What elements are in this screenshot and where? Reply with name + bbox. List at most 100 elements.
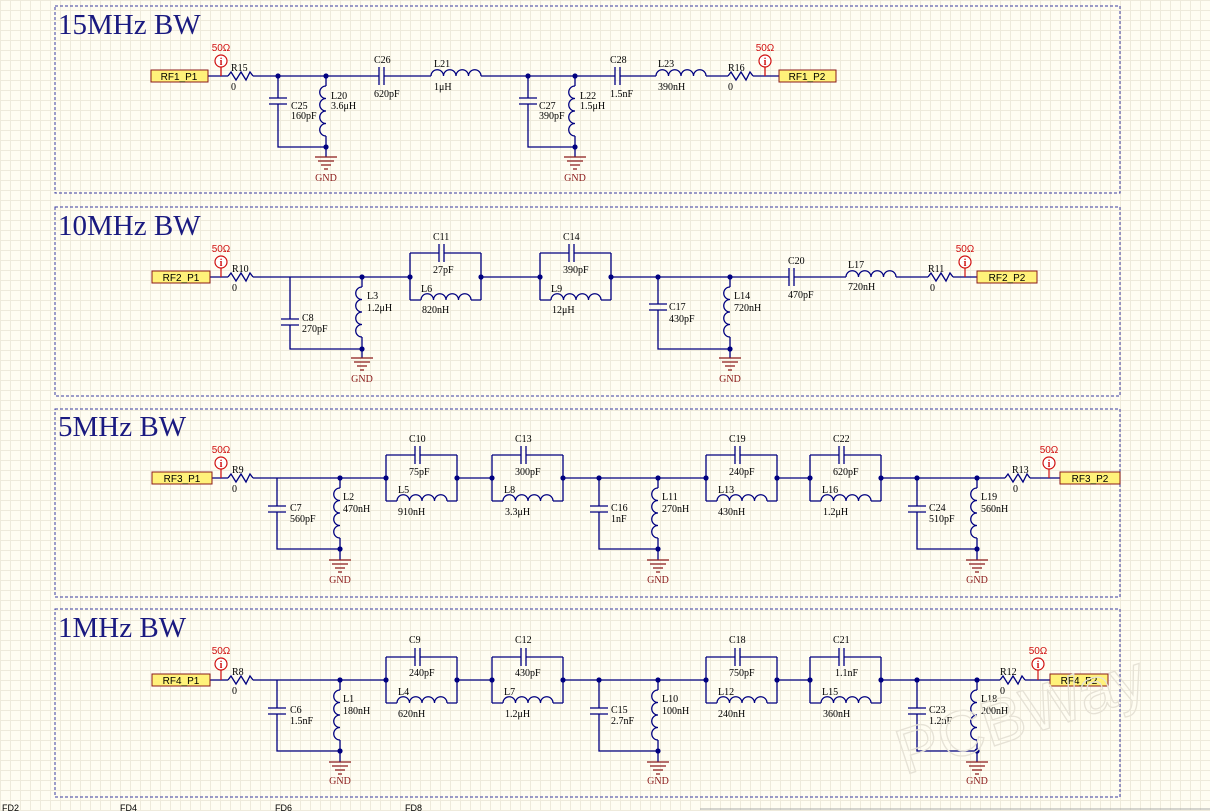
ref-label: L18	[981, 694, 997, 705]
inductor-l23[interactable]	[655, 69, 707, 77]
port-rf3-p1[interactable]: RF3_P1	[151, 471, 213, 485]
capacitor-c28[interactable]	[609, 67, 626, 85]
port-rf1-p1[interactable]: RF1_P1	[150, 69, 209, 83]
capacitor-c18[interactable]	[734, 648, 746, 666]
capacitor-c22[interactable]	[838, 446, 850, 464]
port-rf1-p2[interactable]: RF1_P2	[778, 69, 837, 83]
edge-label: FD4	[120, 803, 137, 811]
port-rf4-p2[interactable]: RF4_P2	[1049, 673, 1109, 687]
capacitor-c10[interactable]	[414, 446, 426, 464]
capacitor-c9[interactable]	[414, 648, 426, 666]
port-rf3-p2[interactable]: RF3_P2	[1059, 471, 1121, 485]
value-label: 240pF	[729, 467, 755, 478]
capacitor-c24[interactable]	[908, 500, 926, 518]
value-label: 1.2μH	[823, 507, 848, 518]
svg-text:50Ω: 50Ω	[212, 43, 231, 54]
value-label: 560pF	[290, 514, 316, 525]
inductor-l9[interactable]	[550, 293, 602, 301]
capacitor-c25[interactable]	[269, 92, 287, 110]
inductor-l13[interactable]	[716, 494, 768, 502]
value-label: 240nH	[718, 709, 745, 720]
svg-text:RF4_P2: RF4_P2	[1061, 676, 1098, 687]
capacitor-c15[interactable]	[590, 702, 608, 720]
inductor-l21[interactable]	[430, 69, 482, 77]
capacitor-c8[interactable]	[281, 313, 299, 331]
inductor-l16[interactable]	[820, 494, 872, 502]
junction-dot	[478, 274, 484, 280]
ref-label: L7	[504, 687, 515, 698]
svg-text:i: i	[964, 258, 967, 269]
value-label: 2.7nF	[611, 716, 635, 727]
capacitor-c21[interactable]	[838, 648, 850, 666]
resistor-r10[interactable]	[227, 271, 254, 283]
inductor-l1[interactable]	[333, 689, 341, 741]
capacitor-c27[interactable]	[519, 92, 537, 110]
value-label: 430pF	[669, 314, 695, 325]
ref-label: C14	[563, 232, 580, 243]
inductor-l5[interactable]	[396, 494, 448, 502]
tank-wire	[491, 656, 564, 704]
capacitor-c23[interactable]	[908, 702, 926, 720]
junction-dot	[727, 346, 733, 352]
inductor-l18[interactable]	[970, 689, 978, 741]
value-label: 390pF	[539, 111, 565, 122]
ref-label: L2	[343, 492, 354, 503]
ref-label: C9	[409, 635, 421, 646]
inductor-l3[interactable]	[355, 286, 363, 338]
inductor-l15[interactable]	[820, 696, 872, 704]
capacitor-c17[interactable]	[649, 298, 667, 316]
inductor-l7[interactable]	[502, 696, 554, 704]
capacitor-c13[interactable]	[520, 446, 532, 464]
capacitor-c6[interactable]	[268, 702, 286, 720]
capacitor-c26[interactable]	[373, 67, 390, 85]
inductor-l17[interactable]	[845, 270, 897, 278]
inductor-l22[interactable]	[568, 85, 576, 137]
svg-text:RF1_P2: RF1_P2	[789, 72, 826, 83]
port-rf2-p2[interactable]: RF2_P2	[976, 270, 1038, 284]
value-label: 510pF	[929, 514, 955, 525]
svg-text:50Ω: 50Ω	[1029, 646, 1048, 657]
junction-dot	[337, 677, 343, 683]
port-rf4-p1[interactable]: RF4_P1	[151, 673, 211, 687]
resistor-r11[interactable]	[927, 271, 954, 283]
ref-label: C16	[611, 503, 628, 514]
resistor-r15[interactable]	[227, 70, 254, 82]
section-title: 15MHz BW	[58, 9, 201, 41]
inductor-l2[interactable]	[333, 487, 341, 539]
ref-label: C19	[729, 434, 746, 445]
inductor-l11[interactable]	[651, 487, 659, 539]
inductor-l4[interactable]	[396, 696, 448, 704]
inductor-l14[interactable]	[723, 286, 731, 338]
capacitor-c16[interactable]	[590, 500, 608, 518]
value-label: 820nH	[422, 305, 449, 316]
capacitor-c14[interactable]	[568, 244, 580, 262]
inductor-l19[interactable]	[970, 487, 978, 539]
inductor-l12[interactable]	[716, 696, 768, 704]
inductor-l8[interactable]	[502, 494, 554, 502]
probe-icon: 50Ω i	[756, 43, 775, 76]
capacitor-c11[interactable]	[438, 244, 450, 262]
ref-label: L17	[848, 260, 864, 271]
value-label: 3.3μH	[505, 507, 530, 518]
inductor-l6[interactable]	[420, 293, 472, 301]
value-label: 75pF	[409, 467, 430, 478]
capacitor-c12[interactable]	[520, 648, 532, 666]
resistor-r9[interactable]	[227, 472, 254, 484]
resistor-r8[interactable]	[227, 674, 254, 686]
svg-text:i: i	[1037, 660, 1040, 671]
resistor-r12[interactable]	[999, 674, 1026, 686]
ref-label: R12	[1000, 667, 1017, 678]
port-rf2-p1[interactable]: RF2_P1	[151, 270, 211, 284]
value-label: 0	[231, 82, 236, 93]
resistor-r16[interactable]	[727, 70, 754, 82]
inductor-l10[interactable]	[651, 689, 659, 741]
value-label: 1.5nF	[610, 89, 634, 100]
capacitor-c7[interactable]	[268, 500, 286, 518]
resistor-r13[interactable]	[1004, 472, 1031, 484]
capacitor-c20[interactable]	[783, 268, 800, 286]
shunt-wire	[598, 478, 659, 560]
capacitor-c19[interactable]	[734, 446, 746, 464]
svg-text:RF2_P1: RF2_P1	[163, 273, 200, 284]
inductor-l20[interactable]	[319, 85, 327, 137]
